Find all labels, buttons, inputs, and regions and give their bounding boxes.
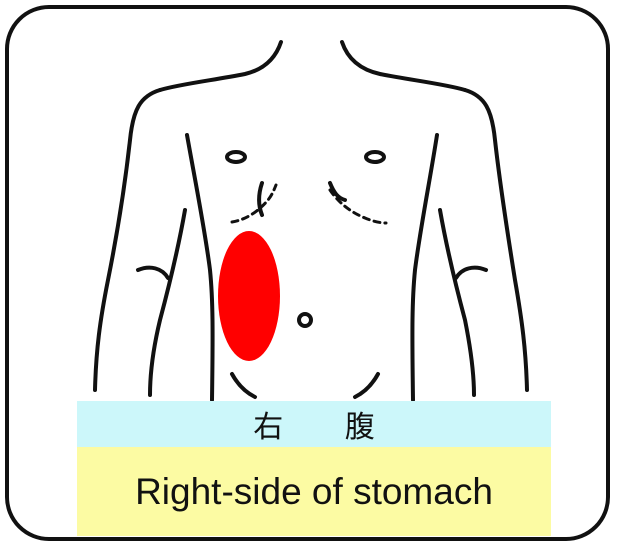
- left-arm-outer: [95, 90, 160, 390]
- navel: [299, 314, 311, 326]
- english-label: Right-side of stomach: [77, 447, 551, 536]
- right-groin-line: [355, 374, 378, 397]
- right-nipple: [366, 152, 384, 162]
- left-chest-line: [259, 183, 262, 215]
- left-arm-inner: [150, 210, 185, 395]
- left-rib-dashed: [232, 185, 276, 222]
- right-abdomen-highlight: [218, 231, 280, 361]
- left-trapezius-line: [160, 42, 281, 90]
- left-bicep-line: [138, 268, 168, 278]
- left-nipple: [227, 152, 245, 162]
- right-bicep-line: [456, 268, 486, 278]
- japanese-label: 右 腹: [77, 401, 551, 447]
- left-groin-line: [232, 374, 255, 397]
- right-arm-inner: [440, 210, 474, 395]
- left-torso-side: [187, 135, 213, 400]
- right-trapezius-line: [342, 42, 465, 90]
- right-arm-outer: [465, 90, 527, 390]
- right-torso-side: [412, 135, 437, 400]
